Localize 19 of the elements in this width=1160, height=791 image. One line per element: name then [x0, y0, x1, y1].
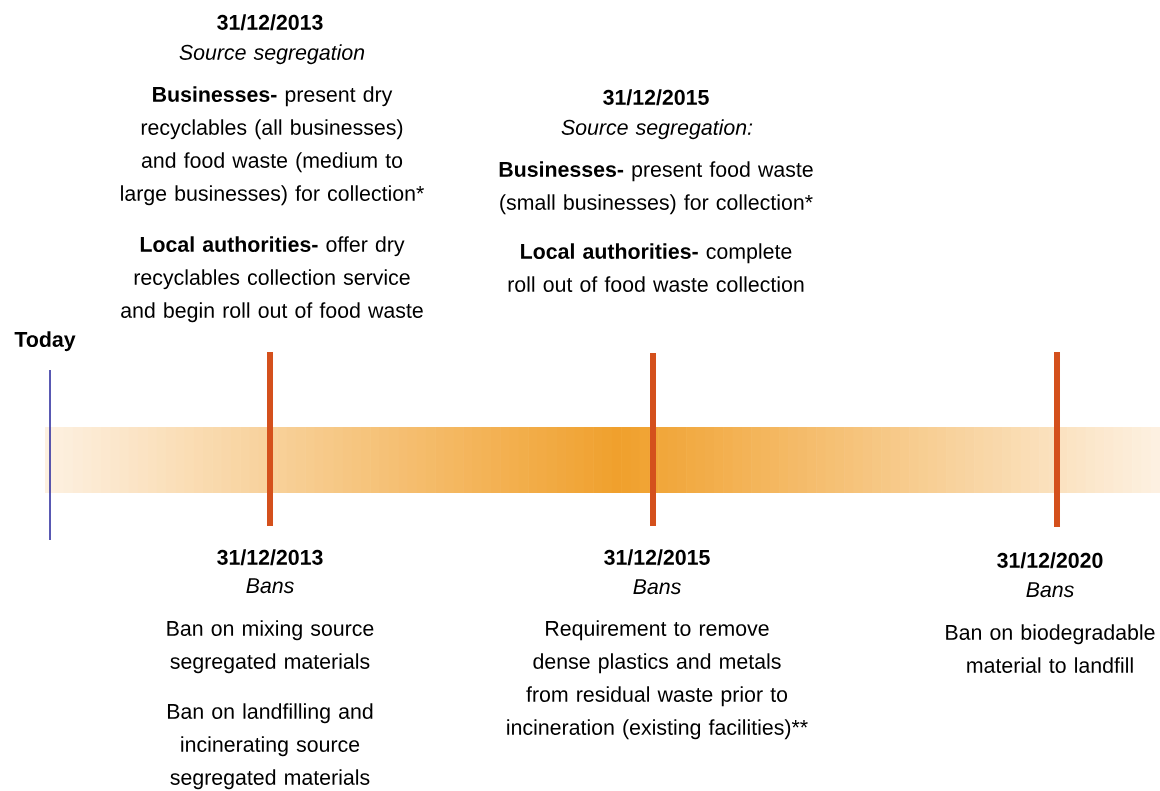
- description-text: Ban on biodegradable material to landfill: [946, 624, 1155, 673]
- description-text: Businesses- present food waste (small businesses) for collection*: [499, 161, 813, 215]
- section-heading: Bans: [246, 578, 294, 594]
- date-label: Today: [14, 331, 76, 352]
- section-heading: Bans: [633, 579, 681, 595]
- section-heading: Source segregation: [179, 44, 365, 65]
- description-text: Ban on landfilling and incinerating source segregated materials: [168, 703, 373, 790]
- section-heading: Bans: [1026, 582, 1074, 598]
- description-text: Businesses- present dry recyclables (all businesses) and food waste (medium to large businesses) for collection*: [121, 86, 424, 206]
- description-text: Requirement to remove dense plastics and metals from residual waste prior to incineration (existing facilities)**: [507, 620, 808, 740]
- date-label: 31/12/2015: [603, 89, 709, 106]
- description-text: Local authorities- complete roll out of food waste collection: [508, 243, 804, 292]
- date-label: 31/12/2013: [217, 14, 323, 31]
- description-text: Ban on mixing source segregated materials: [167, 620, 374, 674]
- date-label: 31/12/2015: [604, 549, 710, 566]
- date-label: 31/12/2020: [997, 552, 1103, 569]
- date-label: 31/12/2013: [217, 549, 323, 566]
- section-heading: Source segregation:: [561, 119, 753, 140]
- description-text: Local authorities- offer dry recyclables collection service and begin roll out of food waste: [121, 236, 423, 323]
